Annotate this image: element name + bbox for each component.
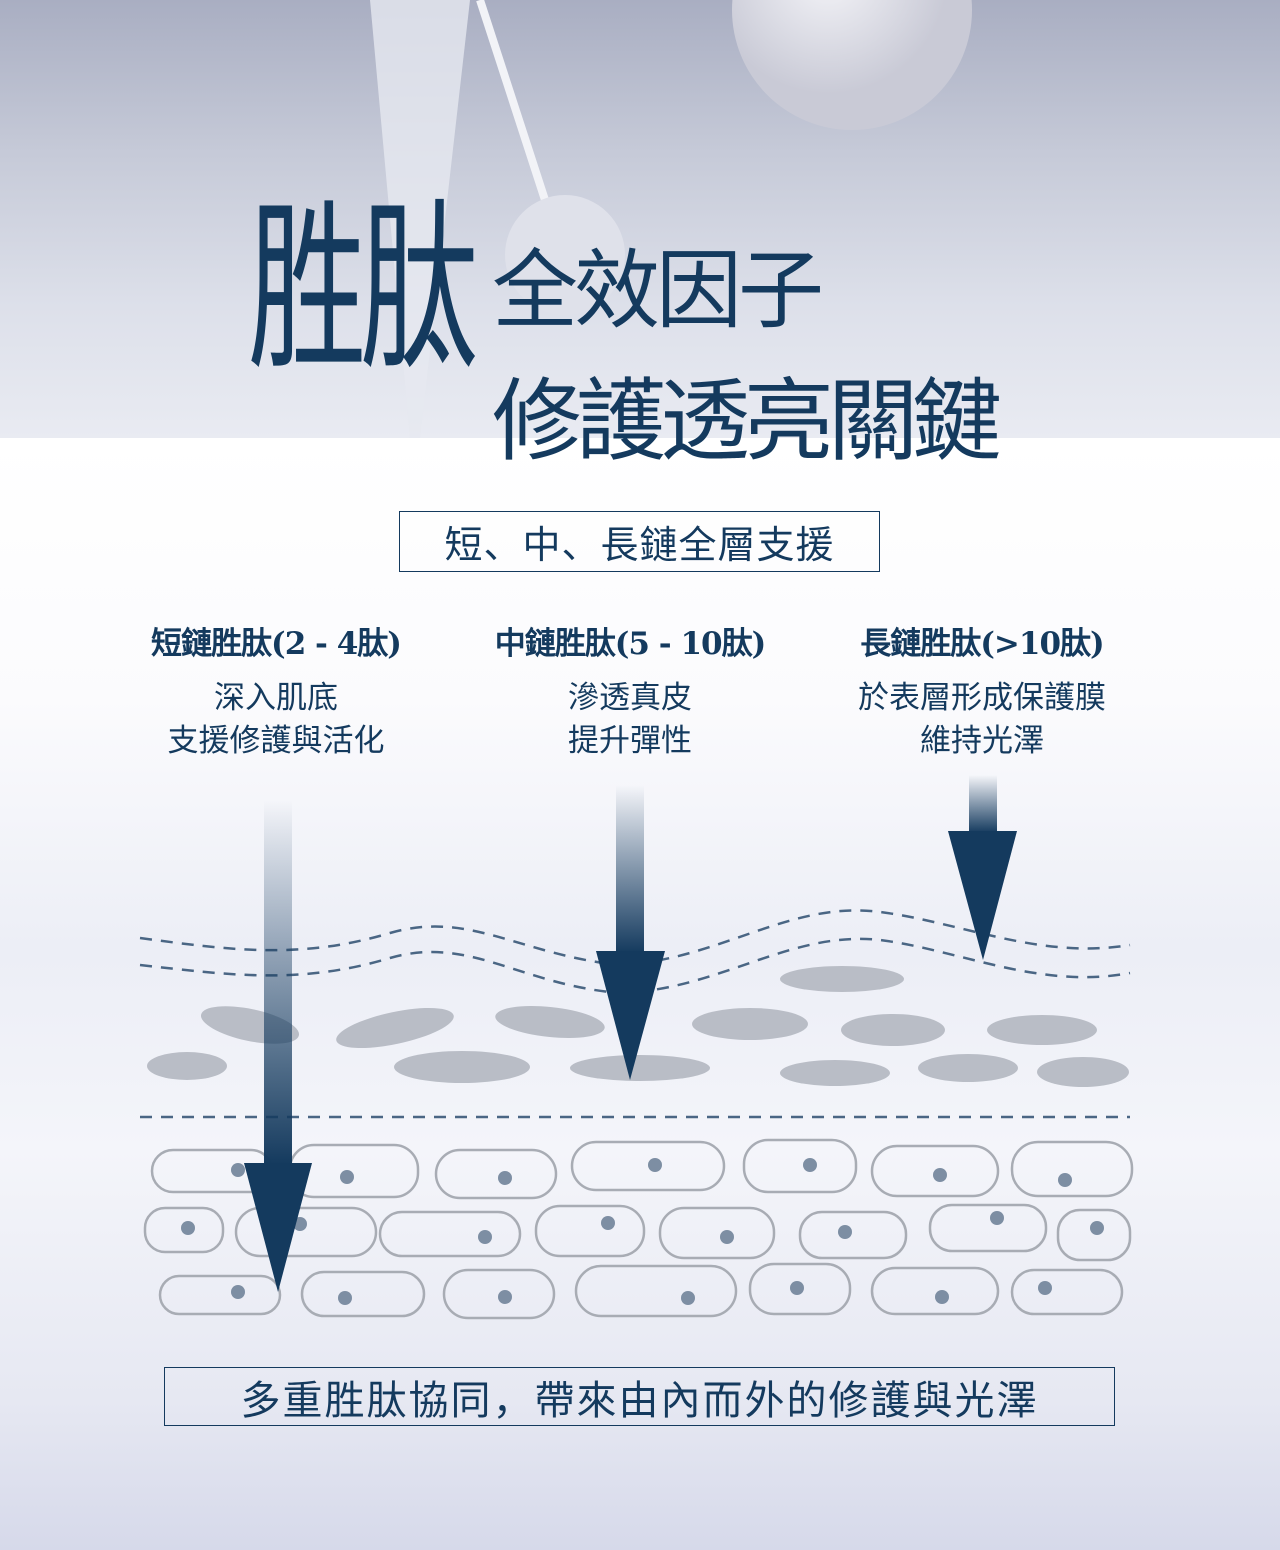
sphere — [732, 0, 972, 130]
dermis-cells — [143, 1138, 1134, 1320]
title-line1: 全效因子 — [492, 241, 824, 341]
title-big: 胜肽 — [248, 181, 478, 396]
cell-nuclei — [181, 1158, 1104, 1305]
column-heading: 長鏈胜肽(>10肽) — [860, 626, 1104, 662]
rod — [476, 0, 549, 202]
hero-decoration — [370, 0, 972, 438]
arrow-long-chain — [948, 775, 1017, 960]
column-long: 長鏈胜肽(>10肽) 於表層形成保護膜 維持光澤 — [792, 618, 1172, 763]
column-text: 支援修護與活化 — [167, 723, 385, 759]
column-text: 深入肌底 — [214, 680, 338, 716]
sphere-small — [505, 195, 625, 315]
light-beam — [370, 0, 470, 438]
footer-box: 多重胜肽協同，帶來由內而外的修護與光澤 — [164, 1367, 1115, 1426]
subtitle-box: 短、中、長鏈全層支援 — [399, 511, 880, 572]
column-heading: 中鏈胜肽(5 - 10肽) — [494, 626, 767, 662]
arrow-medium-chain — [596, 785, 665, 1080]
hero-background — [0, 0, 1280, 438]
column-text: 維持光澤 — [920, 723, 1044, 759]
column-text: 提升彈性 — [568, 723, 692, 759]
column-short: 短鏈胜肽(2 - 4肽) 深入肌底 支援修護與活化 — [86, 618, 466, 763]
column-text: 滲透真皮 — [568, 680, 692, 716]
column-medium: 中鏈胜肽(5 - 10肽) 滲透真皮 提升彈性 — [440, 618, 820, 763]
epidermis-blobs — [147, 966, 1129, 1087]
title-line2: 修護透亮關鍵 — [492, 369, 1002, 474]
column-heading: 短鏈胜肽(2 - 4肽) — [151, 626, 402, 662]
column-text: 於表層形成保護膜 — [858, 680, 1106, 716]
arrow-short-chain — [244, 800, 312, 1292]
